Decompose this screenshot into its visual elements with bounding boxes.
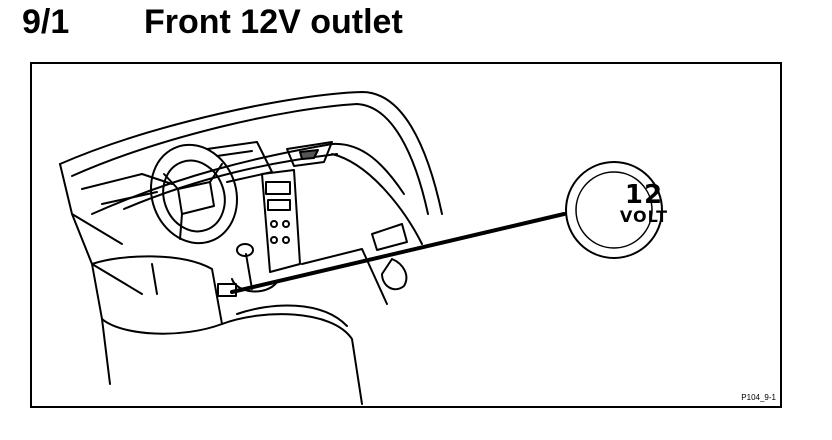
badge-unit: VOLT [619,207,669,226]
section-number: 9/1 [22,3,70,41]
steering-wheel [149,143,239,245]
windshield-frame [59,91,443,215]
section-heading: 9/1 Front 12V outlet [0,0,832,50]
outlet-badge [565,161,663,259]
figure-frame: 12 VOLT P104_9-1 [30,62,782,408]
gear-stick [245,253,253,290]
figure-code: P104_9-1 [741,393,776,402]
badge-value: 12 [624,180,664,210]
pointer-line [230,212,566,294]
car-interior-illustration [59,91,663,405]
passenger-vent [286,141,333,167]
driver-seat [91,255,223,335]
passenger-seat [221,313,363,405]
section-title: Front 12V outlet [144,3,403,41]
dashboard-top [91,142,405,215]
outlet-badge-text: 12 VOLT [598,182,690,225]
center-console [261,169,301,273]
